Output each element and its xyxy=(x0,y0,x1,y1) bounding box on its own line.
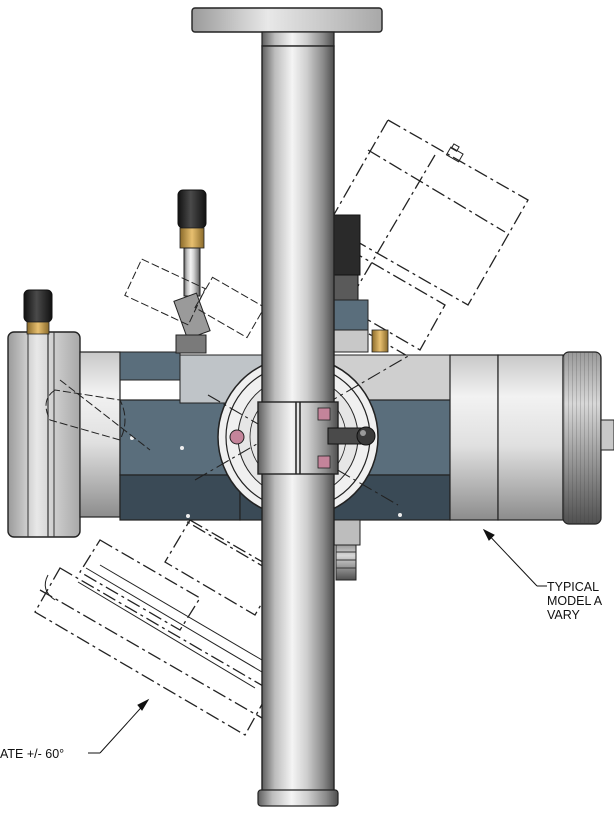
leader-rotate xyxy=(88,698,150,754)
phantom-side-clamp xyxy=(45,379,151,451)
callout-typical-line2: MODEL A xyxy=(547,594,603,608)
leader-typical xyxy=(482,528,547,587)
callout-typical-line3: VARY xyxy=(547,608,580,622)
right-cylinder xyxy=(449,351,614,525)
phantom-small-fitting xyxy=(445,143,464,163)
bottom-connector xyxy=(331,519,361,581)
phantom-lower-tube xyxy=(44,564,263,689)
phantom-gauge xyxy=(124,258,266,339)
left-rubber-cap xyxy=(23,289,53,335)
lock-knob xyxy=(327,426,376,446)
actuator-stack xyxy=(327,214,389,353)
left-flange-assembly xyxy=(7,331,121,538)
callout-rotate-note: ATE +/- 60° xyxy=(0,747,65,761)
gauge-assembly xyxy=(173,189,211,354)
callout-typical-note: TYPICAL MODEL A VARY xyxy=(547,580,602,622)
callout-typical-line1: TYPICAL xyxy=(547,580,600,594)
split-collar-clamp xyxy=(229,401,339,475)
